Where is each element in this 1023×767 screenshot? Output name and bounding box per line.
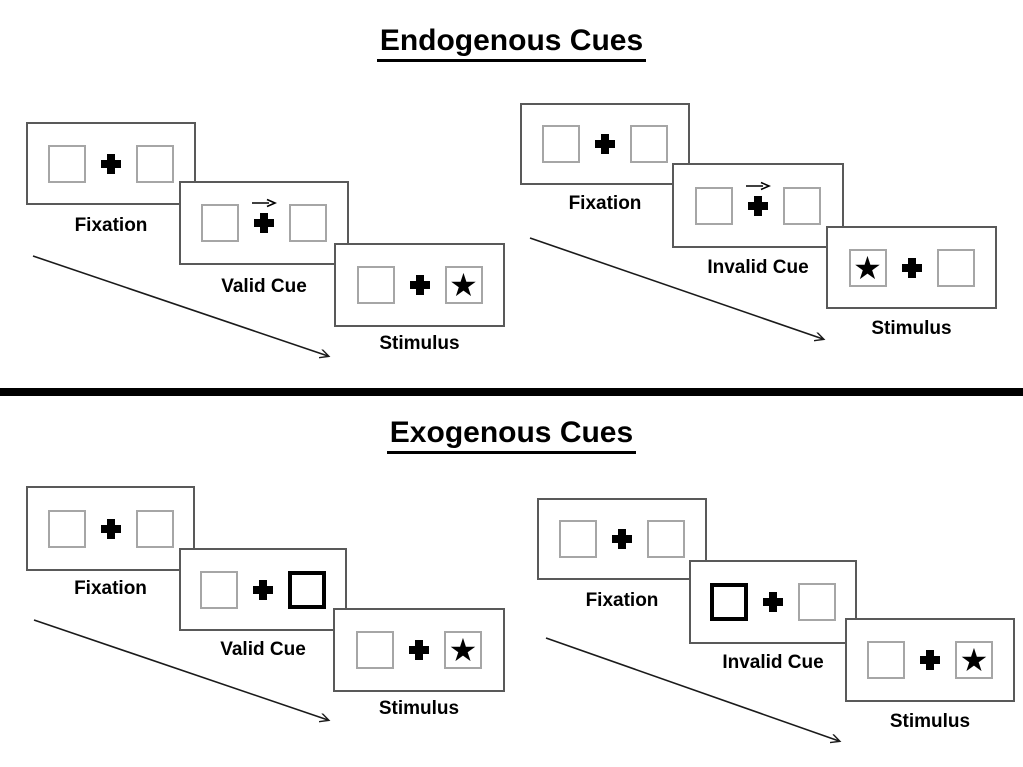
exo-valid-fixation-screen [26,486,195,571]
right-placeholder-box [647,520,685,558]
left-placeholder-box [356,266,395,304]
right-arrow-icon [252,198,277,208]
exo-invalid-cue-screen [689,560,857,644]
endo-invalid-stimulus-screen: ★ [826,226,997,309]
right-placeholder-box [289,204,327,242]
timeline-arrow-endo-valid [32,255,328,356]
section-title-exogenous: Exogenous Cues [0,416,1023,454]
star-icon: ★ [448,631,478,669]
exo-invalid-fixation-screen [537,498,707,580]
timeline-arrow-exo-invalid [545,637,839,741]
panel-label: Fixation [74,215,148,236]
fixation-cross-icon [253,579,273,600]
panel-label: Fixation [568,193,642,214]
right-target-box: ★ [955,641,993,679]
star-icon: ★ [449,266,478,304]
fixation-cross-icon [748,195,768,216]
fixation-cross-icon [763,592,783,612]
panel-label: Stimulus [378,698,460,719]
right-target-box: ★ [444,631,482,669]
right-placeholder-box [135,509,174,548]
panel-label: Valid Cue [220,639,306,660]
section-title-endogenous: Endogenous Cues [0,24,1023,62]
exo-valid-cue-screen [179,548,347,631]
fixation-cross-icon [101,153,121,174]
endo-invalid-cue-screen [672,163,844,248]
panel-label: Invalid Cue [722,652,824,673]
left-placeholder-box [201,204,239,242]
fixation-cross-icon [409,275,430,295]
left-highlighted-cue-box [710,583,748,621]
timeline-arrow-exo-valid [33,619,328,720]
left-placeholder-box [200,570,238,609]
timeline-arrow-endo-invalid [529,237,823,339]
exo-valid-stimulus-screen: ★ [333,608,505,692]
fixation-cross-icon [409,640,429,660]
panel-label: Invalid Cue [707,257,809,278]
panel-label: Fixation [585,590,659,611]
panel-label: Stimulus [379,333,460,354]
section-divider [0,388,1023,396]
fixation-cross-icon [901,257,922,278]
endo-invalid-fixation-screen [520,103,690,185]
exo-invalid-stimulus-screen: ★ [845,618,1015,702]
right-placeholder-box [136,144,174,183]
panel-label: Stimulus [871,318,952,339]
star-icon: ★ [853,248,882,287]
left-placeholder-box [867,641,905,679]
fixation-cross-icon [595,134,615,154]
endo-valid-fixation-screen [26,122,196,205]
panel-label: Valid Cue [221,276,307,297]
endo-valid-cue-screen [179,181,349,265]
right-highlighted-cue-box [288,570,326,609]
left-placeholder-box [695,186,733,225]
fixation-cross-icon [254,213,274,233]
left-placeholder-box [48,144,86,183]
right-placeholder-box [798,583,836,621]
right-target-box: ★ [444,266,483,304]
left-placeholder-box [542,125,580,163]
fixation-cross-icon [920,650,940,670]
star-icon: ★ [959,641,989,679]
right-placeholder-box [783,186,821,225]
right-placeholder-box [936,248,975,287]
right-arrow-icon [746,181,771,190]
right-placeholder-box [630,125,668,163]
fixation-cross-icon [612,529,632,549]
endo-valid-stimulus-screen: ★ [334,243,505,327]
left-placeholder-box [559,520,597,558]
left-target-box: ★ [848,248,887,287]
panel-label: Fixation [74,578,147,599]
left-placeholder-box [47,509,86,548]
panel-label: Stimulus [889,711,971,732]
left-placeholder-box [356,631,394,669]
fixation-cross-icon [100,518,121,539]
